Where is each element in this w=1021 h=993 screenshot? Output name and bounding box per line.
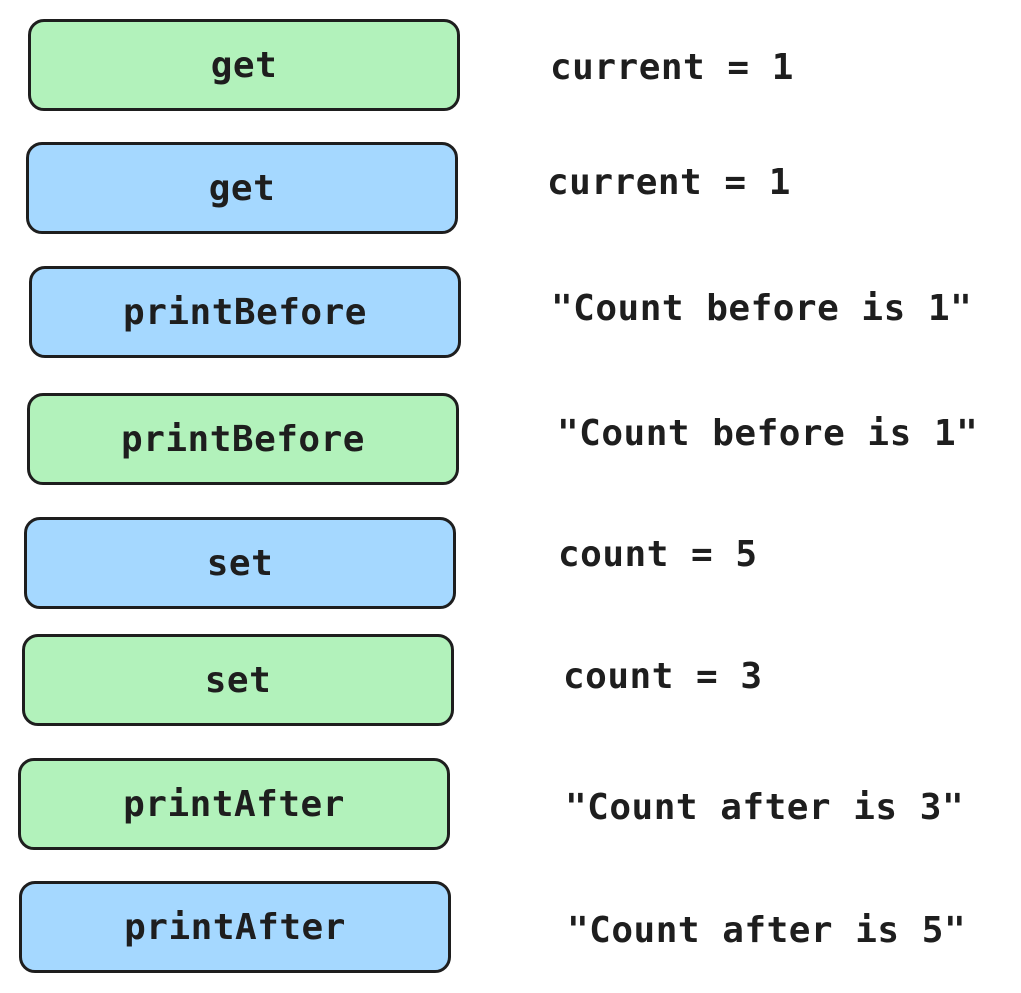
step-box-set-green: set xyxy=(22,634,454,726)
step-result-count-after-5: "Count after is 5" xyxy=(567,910,967,951)
step-result-count-5: count = 5 xyxy=(558,534,758,575)
step-box-printbefore-blue: printBefore xyxy=(29,266,461,358)
step-box-get-green: get xyxy=(28,19,460,111)
step-result-count-before: "Count before is 1" xyxy=(557,413,979,454)
step-box-printbefore-green: printBefore xyxy=(27,393,459,485)
step-box-get-blue: get xyxy=(26,142,458,234)
step-box-printafter-blue: printAfter xyxy=(19,881,451,973)
step-result-current-1: current = 1 xyxy=(547,162,791,203)
step-result-count-3: count = 3 xyxy=(563,656,763,697)
step-box-printafter-green: printAfter xyxy=(18,758,450,850)
step-result-count-before: "Count before is 1" xyxy=(551,288,973,329)
step-result-current-1: current = 1 xyxy=(550,47,794,88)
step-result-count-after-3: "Count after is 3" xyxy=(565,787,965,828)
step-box-set-blue: set xyxy=(24,517,456,609)
